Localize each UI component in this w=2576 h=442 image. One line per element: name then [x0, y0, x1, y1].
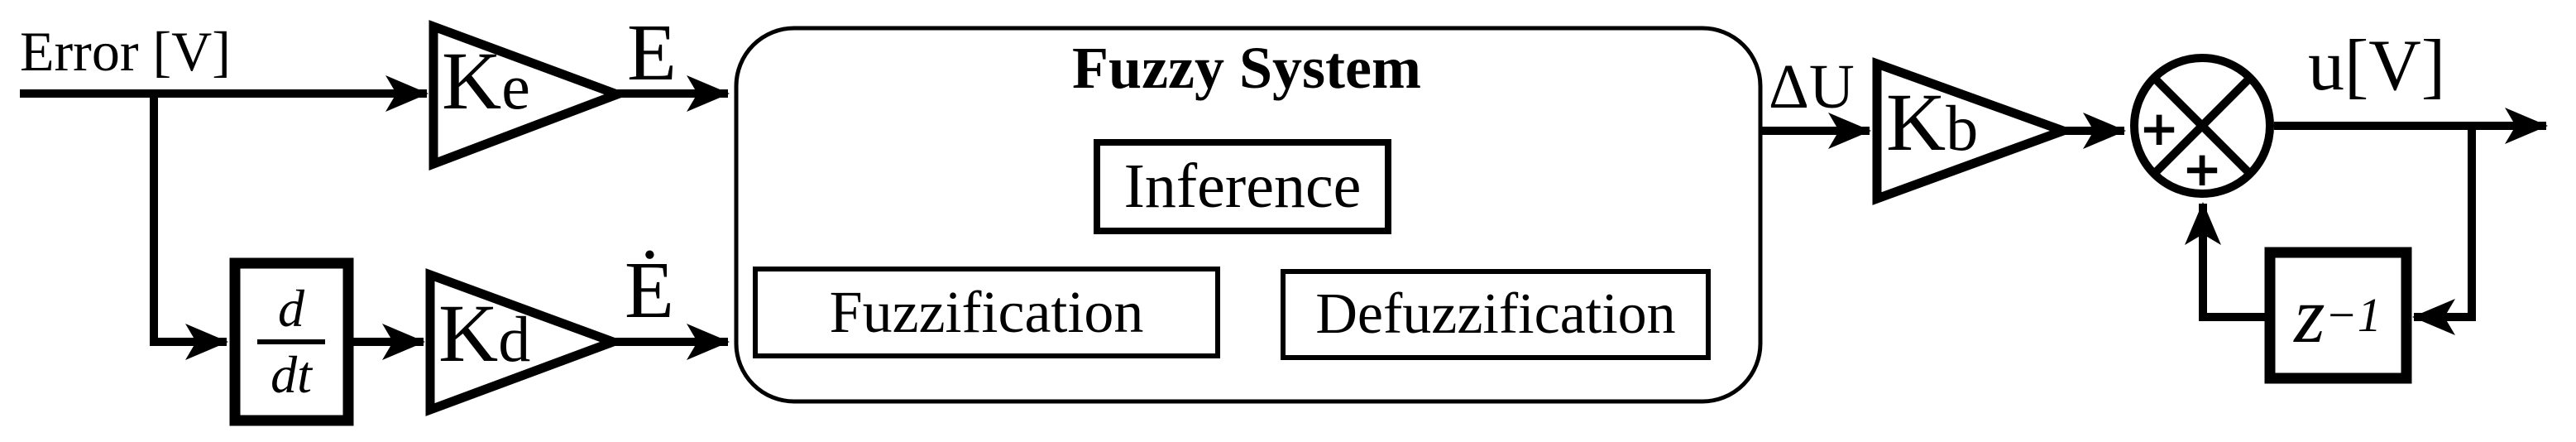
derivative-block-content: d dt	[229, 258, 353, 425]
fraction-bar	[257, 339, 325, 344]
summing-junction-plus-left: +	[2138, 100, 2180, 156]
delta-u-signal-label: ΔU	[1769, 52, 1855, 122]
summing-junction-cross-line-2	[2151, 74, 2253, 177]
e-signal-label: E	[627, 8, 677, 98]
kb-gain-sub: b	[1946, 92, 1979, 164]
delay-base: z	[2294, 271, 2325, 359]
ke-gain-triangle	[429, 20, 630, 171]
kd-gain-label: Kd	[438, 292, 530, 375]
inference-block-label: Inference	[1123, 151, 1362, 221]
kb-gain-triangle	[1872, 57, 2077, 205]
kb-gain-main: K	[1886, 76, 1946, 168]
fuzzy-system-title: Fuzzy System	[1072, 35, 1421, 101]
kd-gain-triangle	[425, 268, 626, 416]
summing-junction-plus-bottom: +	[2181, 141, 2223, 197]
fuzzification-block-label: Fuzzification	[829, 279, 1144, 345]
error-branch-line	[150, 91, 228, 360]
feedback-branch-line	[2412, 126, 2476, 335]
kd-gain-main: K	[438, 287, 499, 379]
error-input-label: Error [V]	[20, 20, 231, 83]
ke-gain-sub: e	[501, 50, 530, 123]
delay-exponent: −1	[2325, 288, 2382, 342]
defuzzification-block-label: Defuzzification	[1315, 282, 1676, 346]
delay-output-line	[2185, 202, 2270, 321]
inference-box	[1094, 139, 1391, 234]
derivative-numerator: d	[278, 279, 304, 338]
defuzzification-box	[1281, 269, 1711, 360]
kb-gain-label: Kb	[1886, 81, 1978, 164]
delay-block-box	[2264, 247, 2412, 384]
ke-gain-main: K	[442, 35, 502, 127]
delay-block-label: z−1	[2264, 247, 2411, 383]
output-signal-label: u[V]	[2308, 26, 2446, 106]
e-dot-signal-label: Ė	[625, 246, 674, 335]
kd-gain-sub: d	[498, 303, 531, 375]
derivative-denominator: dt	[271, 345, 312, 404]
ke-gain-label: Ke	[442, 40, 530, 123]
fuzzification-box	[753, 267, 1220, 358]
